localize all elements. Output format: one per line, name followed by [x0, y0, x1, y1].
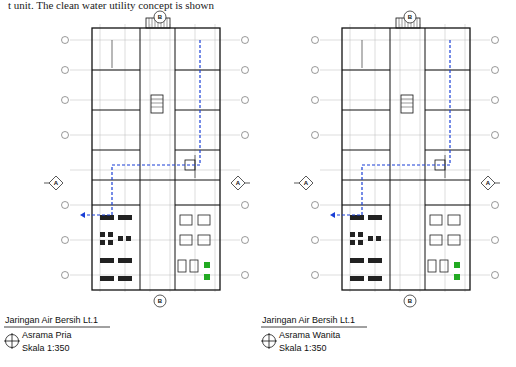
plan-pria: [44, 11, 250, 307]
plan-subtitle: Asrama Pria: [22, 330, 72, 340]
section-marker: B: [158, 14, 162, 20]
plan-wanita: [294, 11, 500, 307]
section-marker: A: [304, 180, 308, 186]
section-marker: A: [236, 180, 240, 186]
plan-subtitle: Asrama Wanita: [279, 330, 340, 340]
section-marker: B: [408, 298, 412, 304]
section-marker: B: [408, 14, 412, 20]
caption-fragment: t unit. The clean water utility concept …: [8, 0, 214, 11]
section-marker: A: [486, 180, 490, 186]
plan-scale: Skala 1:350: [22, 343, 70, 353]
section-marker: A: [54, 180, 58, 186]
section-marker: B: [158, 298, 162, 304]
plan-title: Jaringan Air Bersih Lt.1: [5, 315, 98, 325]
plan-title: Jaringan Air Bersih Lt.1: [262, 315, 355, 325]
plan-scale: Skala 1:350: [279, 343, 327, 353]
